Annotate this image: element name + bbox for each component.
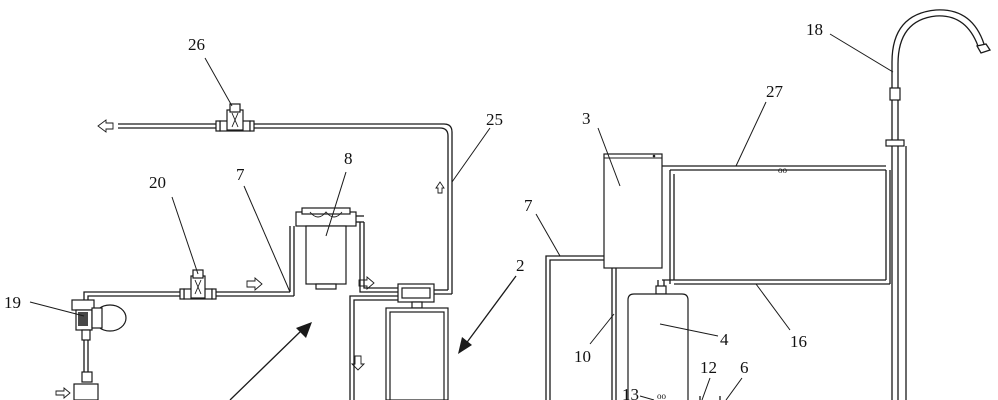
label-19: 19 (4, 293, 21, 312)
leader-6 (725, 377, 743, 400)
leader-27 (735, 101, 767, 167)
leader-20 (171, 196, 199, 275)
leader-7b (535, 213, 561, 257)
label-12: 12 (700, 358, 717, 377)
pointer-arrow-2 (458, 275, 517, 354)
leader-16 (755, 283, 791, 331)
pipe-10 (611, 268, 617, 400)
faucet-icon (885, 9, 992, 400)
right-flow-arrow-icon (246, 277, 263, 291)
pipe-16 (662, 170, 891, 285)
leader-12 (701, 377, 711, 400)
prefilter-8 (295, 207, 365, 290)
outlet-arrow-icon (97, 119, 114, 133)
top-outlet-pipe (118, 123, 453, 288)
label-6: 6 (740, 358, 749, 377)
label-18: 18 (806, 20, 823, 39)
pointer-arrow-icon (229, 322, 312, 400)
label-13: 13 (622, 385, 639, 400)
leader-7a (243, 185, 291, 293)
pipe-27: oo (662, 165, 886, 284)
label-7-right: 7 (524, 196, 533, 215)
up-flow-arrow-icon (435, 181, 445, 194)
leader-13 (639, 395, 655, 400)
check-valve-mark: oo (778, 165, 788, 175)
leader-10 (589, 313, 615, 345)
label-4: 4 (720, 330, 729, 349)
bottom-fittings: oo (657, 391, 721, 400)
label-2: 2 (516, 256, 525, 275)
label-10: 10 (574, 347, 591, 366)
leader-26 (204, 57, 233, 107)
leader-3 (597, 127, 621, 187)
leader-18 (829, 33, 894, 73)
middle-feed-pipe (83, 226, 295, 300)
label-3: 3 (582, 109, 591, 128)
drain-pipe (349, 295, 398, 400)
solenoid-valve-20 (179, 269, 217, 300)
left-system: 26 25 20 7 8 19 2 (4, 35, 525, 400)
leader-4 (659, 323, 719, 337)
storage-tank-3 (603, 153, 663, 269)
label-27: 27 (766, 82, 784, 101)
fitting-mark: oo (657, 391, 667, 400)
leader-19 (29, 301, 85, 317)
pressure-tank-4 (627, 280, 689, 400)
solenoid-valve-26 (215, 103, 255, 132)
label-25: 25 (486, 110, 503, 129)
label-20: 20 (149, 173, 166, 192)
leader-25 (451, 127, 491, 183)
leader-8 (325, 171, 347, 237)
label-16: 16 (790, 332, 807, 351)
ro-cartridge-2 (385, 283, 453, 400)
pump-19 (55, 299, 127, 400)
filter-to-cartridge-pipe (358, 260, 400, 293)
label-26: 26 (188, 35, 205, 54)
inlet-pipe-7 (545, 255, 604, 400)
label-8: 8 (344, 149, 353, 168)
right-system: oo oo (524, 9, 992, 400)
label-7: 7 (236, 165, 245, 184)
